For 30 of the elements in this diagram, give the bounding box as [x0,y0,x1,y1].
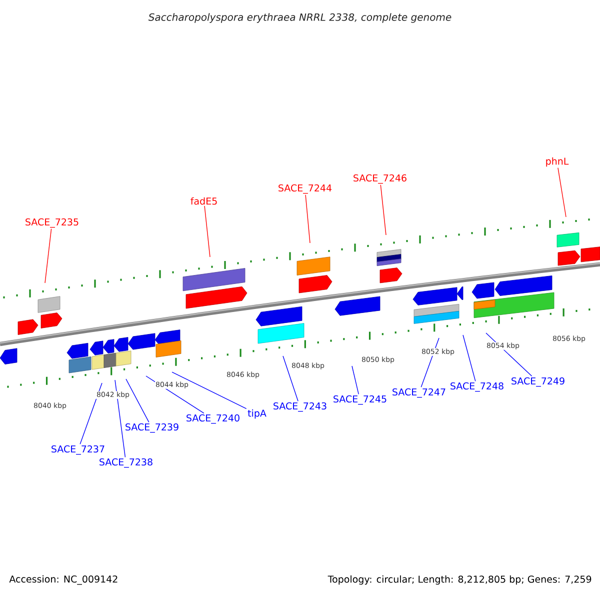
leader-line [462,334,476,382]
leader-line [80,382,102,445]
gene-label: SACE_7238 [100,458,152,468]
accession-text: Accession: NC_009142 [9,575,118,585]
leader-line [126,378,150,423]
gene-label: SACE_7239 [126,423,178,433]
title: Saccharopolyspora erythraea NRRL 2338, complete genome [148,13,452,23]
leader-line [558,167,566,218]
gene-label: SACE_7244 [278,184,332,194]
gene-label: SACE_7240 [186,414,240,424]
leader-line [352,366,359,395]
gene-label: SACE_7243 [274,402,326,412]
leader-line [172,372,247,410]
gene-label: SACE_7249 [512,377,564,387]
leader-line [282,356,298,402]
genome-summary-text: Topology: circular; Length: 8,212,805 bp; Genes: 7,259 [328,575,592,585]
leader-line [305,194,310,244]
leader-line [114,380,126,458]
gene-label: SACE_7248 [450,382,504,392]
gene-label: SACE_7246 [354,174,406,184]
gene-label: SACE_7247 [392,388,446,398]
gene-label: SACE_7237 [52,445,104,455]
gene-label: fadE5 [190,197,217,205]
gene-label: SACE_7245 [334,395,386,405]
leader-line [380,184,386,236]
gene-label: phnL [546,157,569,167]
gene-label: SACE_7235 [26,218,78,228]
leader-line [44,228,52,284]
gene-label: tipA [248,409,266,419]
leader-line [204,206,210,258]
